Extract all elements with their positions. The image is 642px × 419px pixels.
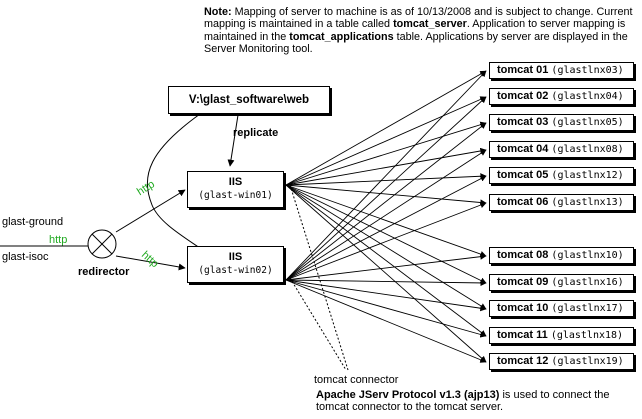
tomcat-server-1: tomcat 01 (glastlnx03) (489, 62, 634, 79)
mapping-note: Note: Mapping of server to machine is as… (204, 6, 634, 56)
tomcat-server-name: tomcat 11 (497, 329, 548, 341)
tomcat-server-7: tomcat 08 (glastlnx10) (489, 247, 634, 264)
connector-line-1 (289, 184, 349, 371)
client-glast-ground: glast-ground (2, 216, 64, 228)
connection-iis1-tomcat-9 (285, 184, 487, 310)
source-box-label: V:\glast_software\web (188, 94, 310, 106)
tomcat-server-name: tomcat 06 (497, 196, 549, 208)
note-table-2: tomcat_applications (289, 30, 394, 43)
connection-iis1-tomcat-3 (285, 121, 487, 186)
connection-iis2-tomcat-8 (285, 279, 487, 287)
connection-iis1-tomcat-10 (285, 184, 487, 337)
connection-iis1-tomcat-5 (285, 173, 487, 186)
iis-to-tomcat-connections (285, 70, 487, 363)
connection-iis2-tomcat-5 (285, 175, 487, 281)
tomcat-server-4: tomcat 04 (glastlnx08) (489, 141, 634, 158)
tomcat-server-host: (glastlnx05) (551, 117, 624, 128)
http-label-client: http (49, 234, 68, 246)
iis-server-2-title: IIS (228, 251, 243, 263)
connection-iis2-tomcat-6 (285, 202, 487, 281)
redirector-label: redirector (78, 266, 130, 278)
tomcat-server-host: (glastlnx16) (551, 277, 624, 288)
note-table-1: tomcat_server (393, 18, 467, 31)
tomcat-server-host: (glastlnx10) (551, 250, 624, 261)
replicate-label: replicate (233, 127, 279, 139)
iis-server-1: IIS (glast-win01) (187, 171, 284, 208)
connection-iis1-tomcat-6 (285, 184, 487, 206)
tomcat-server-name: tomcat 03 (497, 116, 549, 128)
tomcat-server-host: (glastlnx08) (551, 144, 624, 155)
tomcat-server-6: tomcat 06 (glastlnx13) (489, 194, 634, 211)
connection-iis2-tomcat-11 (285, 279, 487, 363)
connection-iis1-tomcat-4 (285, 147, 487, 186)
connection-iis1-tomcat-7 (285, 184, 487, 258)
tomcat-server-5: tomcat 05 (glastlnx12) (489, 167, 634, 184)
tomcat-server-8: tomcat 09 (glastlnx16) (489, 274, 634, 291)
tomcat-server-host: (glastlnx13) (551, 197, 624, 208)
protocol-note-text: is used to connect the tomcat connector … (316, 389, 610, 413)
tomcat-server-name: tomcat 12 (497, 355, 549, 367)
connection-iis1-tomcat-11 (285, 184, 487, 363)
note-text-1: Mapping of server to machine is as of 10… (204, 6, 633, 31)
iis-server-1-host: (glast-win01) (198, 190, 273, 201)
note-label: Note: (204, 6, 232, 18)
connection-iis2-tomcat-9 (285, 279, 487, 312)
tomcat-server-host: (glastlnx17) (551, 303, 624, 314)
tomcat-server-host: (glastlnx03) (551, 65, 624, 76)
note-text-3: table. Applications by server are displa… (204, 30, 628, 56)
replicate-arrow (227, 114, 239, 167)
iis-server-1-title: IIS (228, 176, 243, 188)
tomcat-server-name: tomcat 02 (497, 90, 549, 102)
connection-iis1-tomcat-1 (285, 70, 487, 186)
tomcat-server-name: tomcat 04 (497, 143, 549, 155)
connection-iis2-tomcat-10 (285, 279, 487, 338)
tomcat-server-name: tomcat 05 (497, 169, 549, 181)
tomcat-server-host: (glastlnx18) (550, 330, 624, 341)
tomcat-server-3: tomcat 03 (glastlnx05) (489, 114, 634, 131)
protocol-note-bold: Apache JServ Protocol v1.3 (ajp13) (316, 389, 500, 401)
tomcat-server-host: (glastlnx12) (551, 170, 624, 181)
connection-iis2-tomcat-7 (285, 253, 487, 281)
tomcat-server-2: tomcat 02 (glastlnx04) (489, 88, 634, 105)
protocol-note: Apache JServ Protocol v1.3 (ajp13) is us… (316, 389, 636, 413)
redirector-to-iis2 (115, 255, 186, 271)
iis-server-2-host: (glast-win02) (198, 265, 273, 276)
tomcat-server-11: tomcat 12 (glastlnx19) (489, 353, 634, 370)
tomcat-server-9: tomcat 10 (glastlnx17) (489, 300, 634, 317)
source-box: V:\glast_software\web (168, 86, 330, 114)
client-glast-isoc: glast-isoc (2, 251, 49, 263)
note-text-2: . Application to server mapping is maint… (204, 18, 626, 43)
connection-iis2-tomcat-4 (285, 149, 487, 281)
tomcat-server-name: tomcat 09 (497, 276, 549, 288)
connection-iis2-tomcat-1 (285, 70, 487, 281)
tomcat-server-name: tomcat 01 (497, 64, 549, 76)
replicate-curve (146, 113, 215, 259)
connection-iis2-tomcat-2 (285, 96, 487, 281)
connector-line-2 (289, 277, 347, 371)
redirector-to-iis1 (115, 189, 186, 233)
connector-label: tomcat connector (314, 374, 399, 386)
tomcat-server-name: tomcat 10 (497, 302, 549, 314)
tomcat-server-host: (glastlnx04) (551, 91, 624, 102)
tomcat-server-10: tomcat 11 (glastlnx18) (489, 327, 634, 344)
connection-iis1-tomcat-2 (285, 96, 487, 186)
connection-iis1-tomcat-8 (285, 184, 487, 284)
tomcat-server-host: (glastlnx19) (551, 356, 624, 367)
connection-iis2-tomcat-3 (285, 122, 487, 281)
redirector-icon (87, 229, 117, 259)
iis-server-2: IIS (glast-win02) (187, 246, 284, 283)
tomcat-server-name: tomcat 08 (497, 249, 549, 261)
